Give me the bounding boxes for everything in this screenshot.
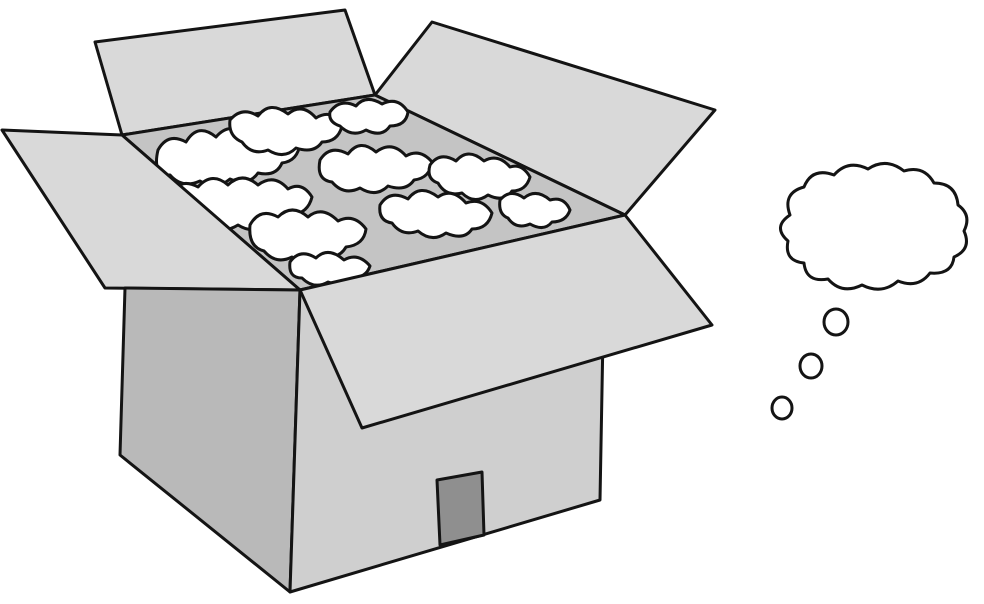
peanut-cluster-5: [317, 144, 434, 194]
thought-bubble-dot-small: [770, 395, 794, 421]
box-left-side: [118, 286, 302, 594]
open-cardboard-box-icon: [0, 8, 717, 594]
peanut-cluster-3: [328, 98, 410, 135]
packing-peanuts-icon: [155, 98, 572, 287]
peanut-cluster-10: [498, 192, 572, 229]
box-label-tab: [435, 470, 486, 547]
peanut-cluster-7: [248, 208, 368, 263]
peanut-cluster-8: [378, 189, 494, 239]
box-front-flap: [298, 213, 714, 430]
thought-bubble-dot-medium: [798, 352, 824, 380]
peanut-cluster-2: [228, 106, 344, 156]
thought-bubble-dot-large: [822, 307, 850, 337]
thought-cloud: [779, 162, 969, 291]
thought-bubble-icon: [770, 162, 969, 421]
